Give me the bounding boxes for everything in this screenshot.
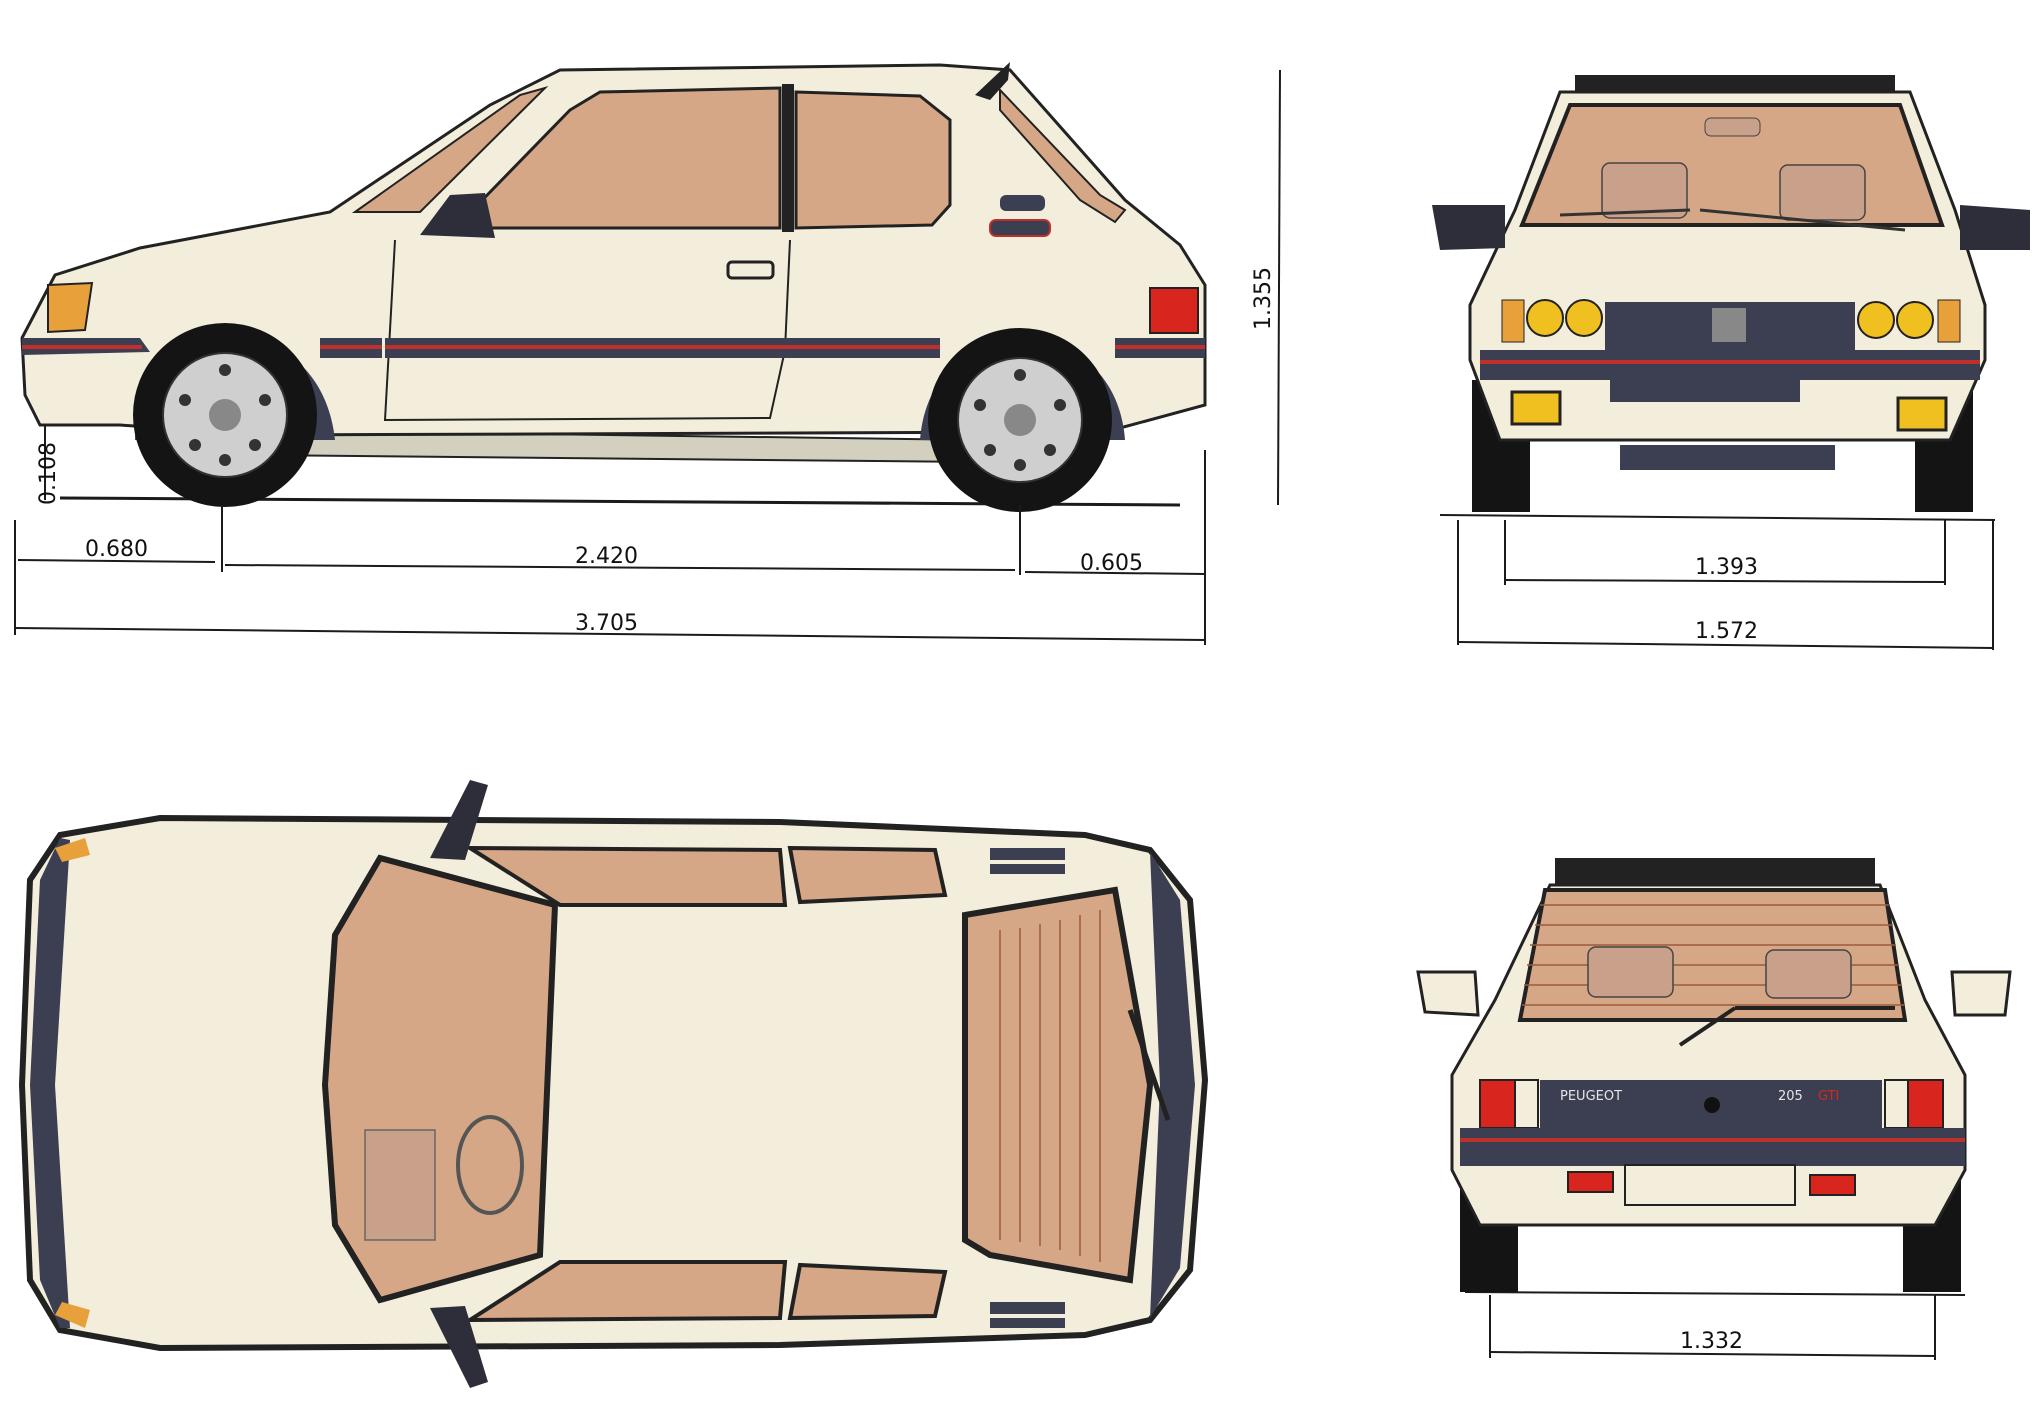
side-windscreen <box>351 85 549 213</box>
front-fog-light <box>1510 390 1562 426</box>
side-front-indicator <box>47 281 94 334</box>
top-mirror-right <box>430 1306 488 1388</box>
front-mirror-right <box>1960 205 2030 250</box>
dim-front-overhang: 0.680 <box>85 537 148 562</box>
rear-badge-trim: GTI <box>1818 1089 1839 1104</box>
dim-ground-clearance: 0.108 <box>36 442 61 505</box>
front-headlight <box>1526 299 1564 337</box>
top-view <box>18 780 1209 1388</box>
top-window-right <box>463 1260 788 1323</box>
side-front-wheel <box>133 323 317 507</box>
top-body <box>18 814 1209 1352</box>
rear-mirror-left <box>1416 970 1480 1017</box>
rear-badge-brand: PEUGEOT <box>1560 1089 1622 1104</box>
rear-view: PEUGEOT 205 GTI 1.332 <box>1416 858 2012 1360</box>
side-badge-gti <box>989 219 1051 237</box>
side-view: 0.680 2.420 0.605 3.705 1.355 0.108 <box>14 62 1281 645</box>
dim-wheelbase: 2.420 <box>575 544 638 569</box>
top-rear-window <box>962 886 1154 1284</box>
front-mirror-left <box>1432 205 1505 250</box>
top-mirror-left <box>430 780 488 860</box>
side-rear-window <box>794 90 952 230</box>
side-door-window <box>451 86 782 230</box>
dim-front-width: 1.572 <box>1695 619 1758 644</box>
side-rear-wheel <box>928 328 1112 512</box>
rear-mirror-right <box>1950 970 2012 1017</box>
top-window-left <box>463 845 788 907</box>
top-windscreen <box>321 854 559 1304</box>
front-view: 1.393 1.572 <box>1432 75 2030 650</box>
side-mirror <box>420 193 495 238</box>
side-tail-light <box>1149 287 1199 334</box>
dim-rear-track: 1.332 <box>1680 1329 1743 1354</box>
dim-total-length: 3.705 <box>575 611 638 636</box>
dim-height: 1.355 <box>1251 267 1276 330</box>
side-badge-205 <box>1000 195 1045 211</box>
rear-badge-model: 205 <box>1778 1089 1803 1104</box>
dim-rear-overhang: 0.605 <box>1080 551 1143 576</box>
dim-front-track: 1.393 <box>1695 555 1758 580</box>
